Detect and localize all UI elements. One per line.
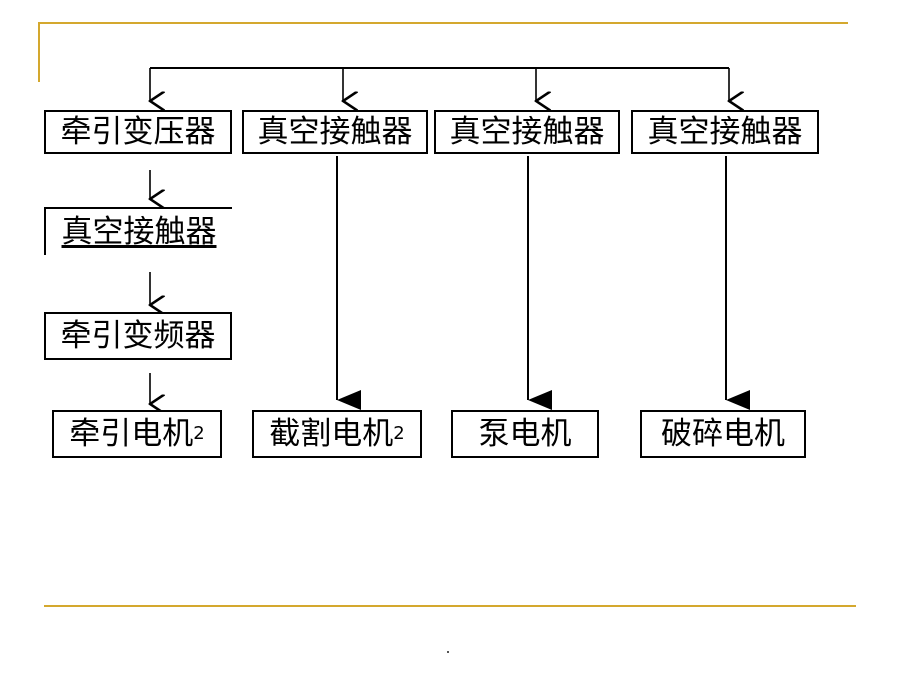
- pump-vacuum-contactor-label: 真空接触器: [449, 113, 605, 150]
- crusher-vacuum-contactor-label: 真空接触器: [647, 113, 803, 150]
- cutting-motor-label: 截割电机: [269, 415, 394, 452]
- traction-inverter-label: 牵引变频器: [60, 317, 216, 354]
- top-accent-rule: [38, 22, 848, 24]
- crusher-motor-box: 破碎电机: [640, 410, 806, 458]
- bottom-accent-rule: [44, 605, 856, 607]
- cutting-motor-subscript: 2: [393, 423, 405, 444]
- traction-motor-subscript: 2: [193, 423, 205, 444]
- pump-motor-box: 泵电机: [451, 410, 599, 458]
- traction-inverter-box: 牵引变频器: [44, 312, 232, 360]
- crusher-motor-label: 破碎电机: [661, 415, 785, 452]
- left-accent-rule: [38, 22, 40, 82]
- cutting-vacuum-contactor-box: 真空接触器: [242, 110, 428, 154]
- cutting-vacuum-contactor-label: 真空接触器: [257, 113, 413, 150]
- traction-transformer-box: 牵引变压器: [44, 110, 232, 154]
- pump-motor-label: 泵电机: [478, 415, 572, 452]
- traction-transformer-label: 牵引变压器: [60, 113, 216, 150]
- traction-vacuum-contactor-label: 真空接触器: [61, 213, 217, 250]
- traction-motor-label: 牵引电机: [69, 415, 194, 452]
- crusher-vacuum-contactor-box: 真空接触器: [631, 110, 819, 154]
- footer-dot: [447, 651, 449, 653]
- traction-vacuum-contactor-box: 真空接触器: [44, 207, 232, 255]
- pump-vacuum-contactor-box: 真空接触器: [434, 110, 620, 154]
